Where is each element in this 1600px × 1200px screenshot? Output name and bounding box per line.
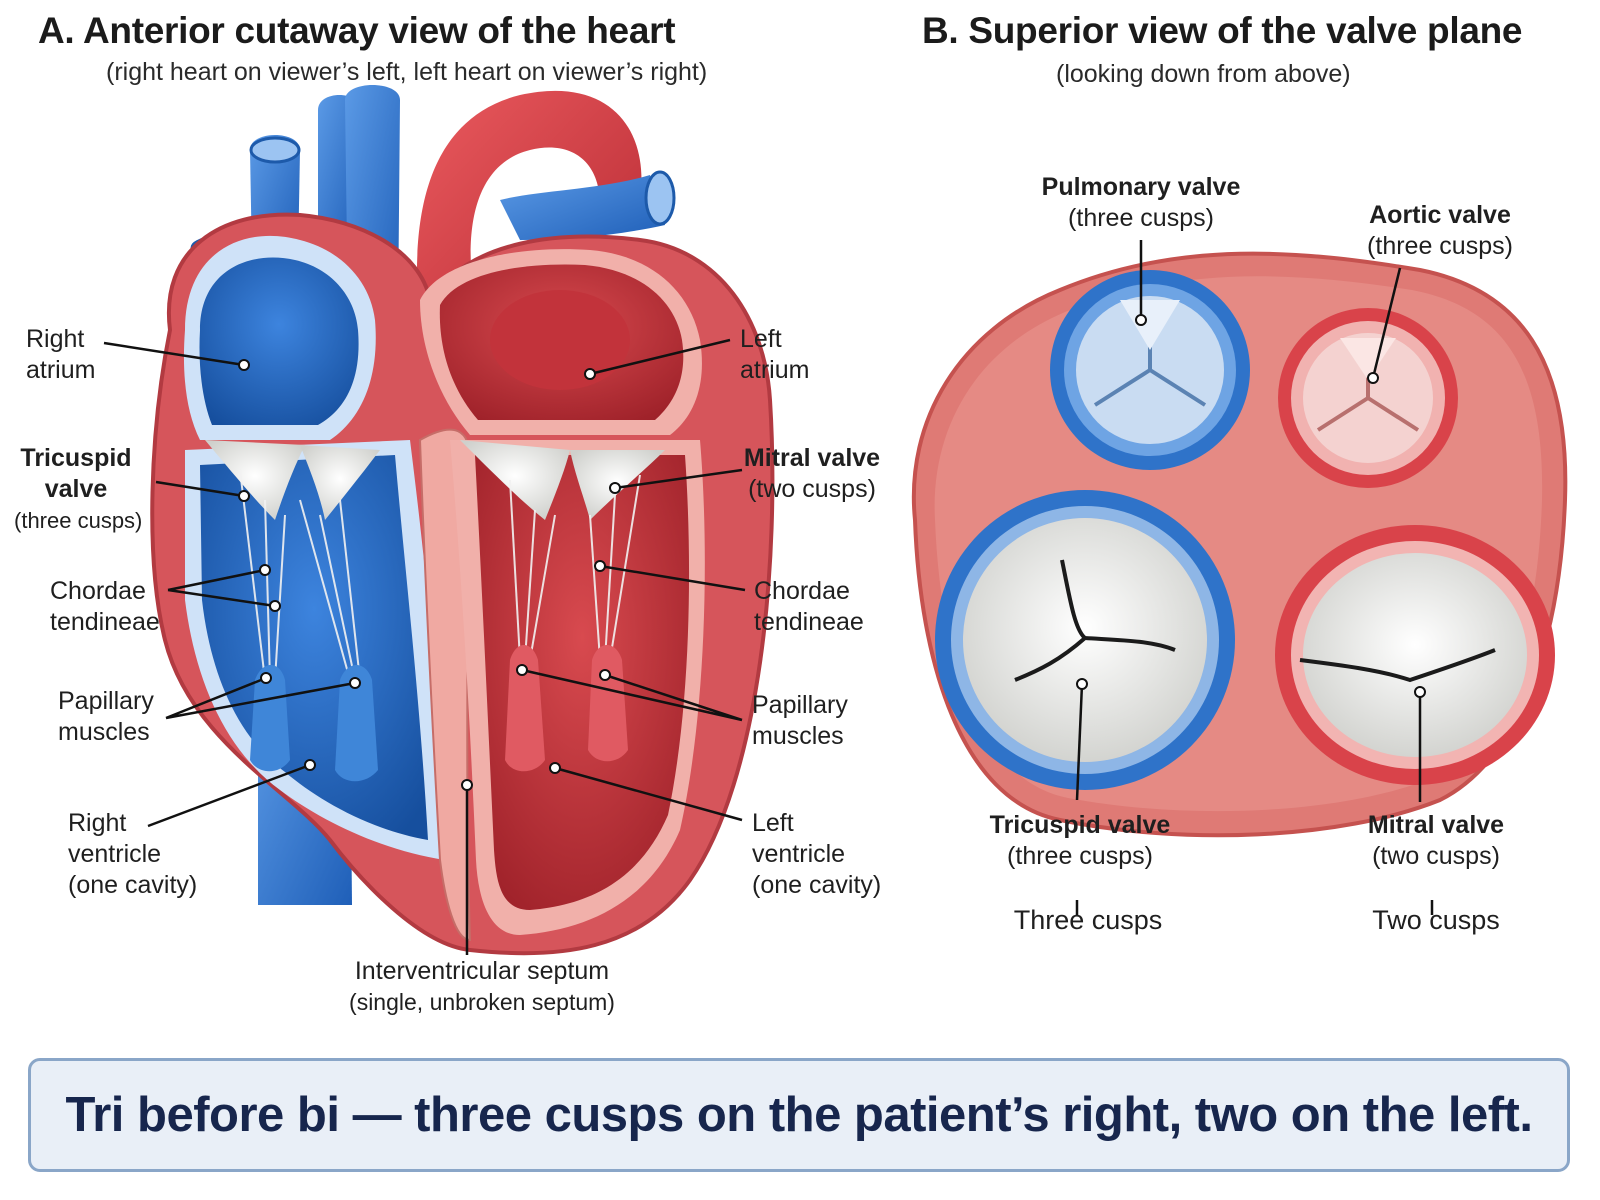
label-chordae-tendineae-right-heart: Chordae tendineae (50, 577, 160, 636)
valve-plane-view (911, 251, 1568, 838)
label-papillary-muscles-right-heart: Papillary muscles (58, 687, 154, 746)
label-tricuspid-valve-superior: Tricuspid valve (three cusps) (989, 811, 1171, 870)
label-aortic-valve: Aortic valve (three cusps) (1367, 201, 1513, 260)
panel-a-leaders (103, 338, 746, 955)
mnemonic-banner: Tri before bi — three cusps on the patie… (28, 1058, 1570, 1172)
panel-b-leader-dots (1076, 314, 1426, 698)
panel-a-leader-dots (238, 359, 621, 791)
label-left-atrium: Left atrium (740, 325, 810, 384)
label-pulmonary-valve: Pulmonary valve (three cusps) (1041, 173, 1241, 232)
anterior-heart-view (150, 85, 775, 956)
label-papillary-muscles-left-heart: Papillary muscles (752, 691, 848, 750)
panel-b-title: B. Superior view of the valve plane (922, 10, 1523, 51)
label-left-ventricle: Left ventricle (one cavity) (752, 809, 882, 899)
panel-a-subtitle: (right heart on viewer’s left, left hear… (106, 58, 708, 86)
label-tricuspid-valve: Tricuspid valve (three cusps) (14, 444, 143, 533)
mnemonic-text: Tri before bi — three cusps on the patie… (65, 1088, 1533, 1142)
label-chordae-tendineae-left-heart: Chordae tendineae (754, 577, 864, 636)
label-right-atrium: Right atrium (26, 325, 96, 384)
label-two-cusps: Two cusps (1372, 905, 1500, 935)
label-mitral-valve: Mitral valve (two cusps) (743, 444, 881, 503)
panel-b-leaders (1075, 240, 1434, 915)
label-interventricular-septum: Interventricular septum (single, unbroke… (349, 957, 615, 1015)
panel-a-title: A. Anterior cutaway view of the heart (38, 10, 676, 51)
panel-b-subtitle: (looking down from above) (1056, 60, 1351, 88)
label-mitral-valve-superior: Mitral valve (two cusps) (1367, 811, 1505, 870)
label-three-cusps: Three cusps (1013, 905, 1163, 935)
label-right-ventricle: Right ventricle (one cavity) (68, 809, 198, 899)
